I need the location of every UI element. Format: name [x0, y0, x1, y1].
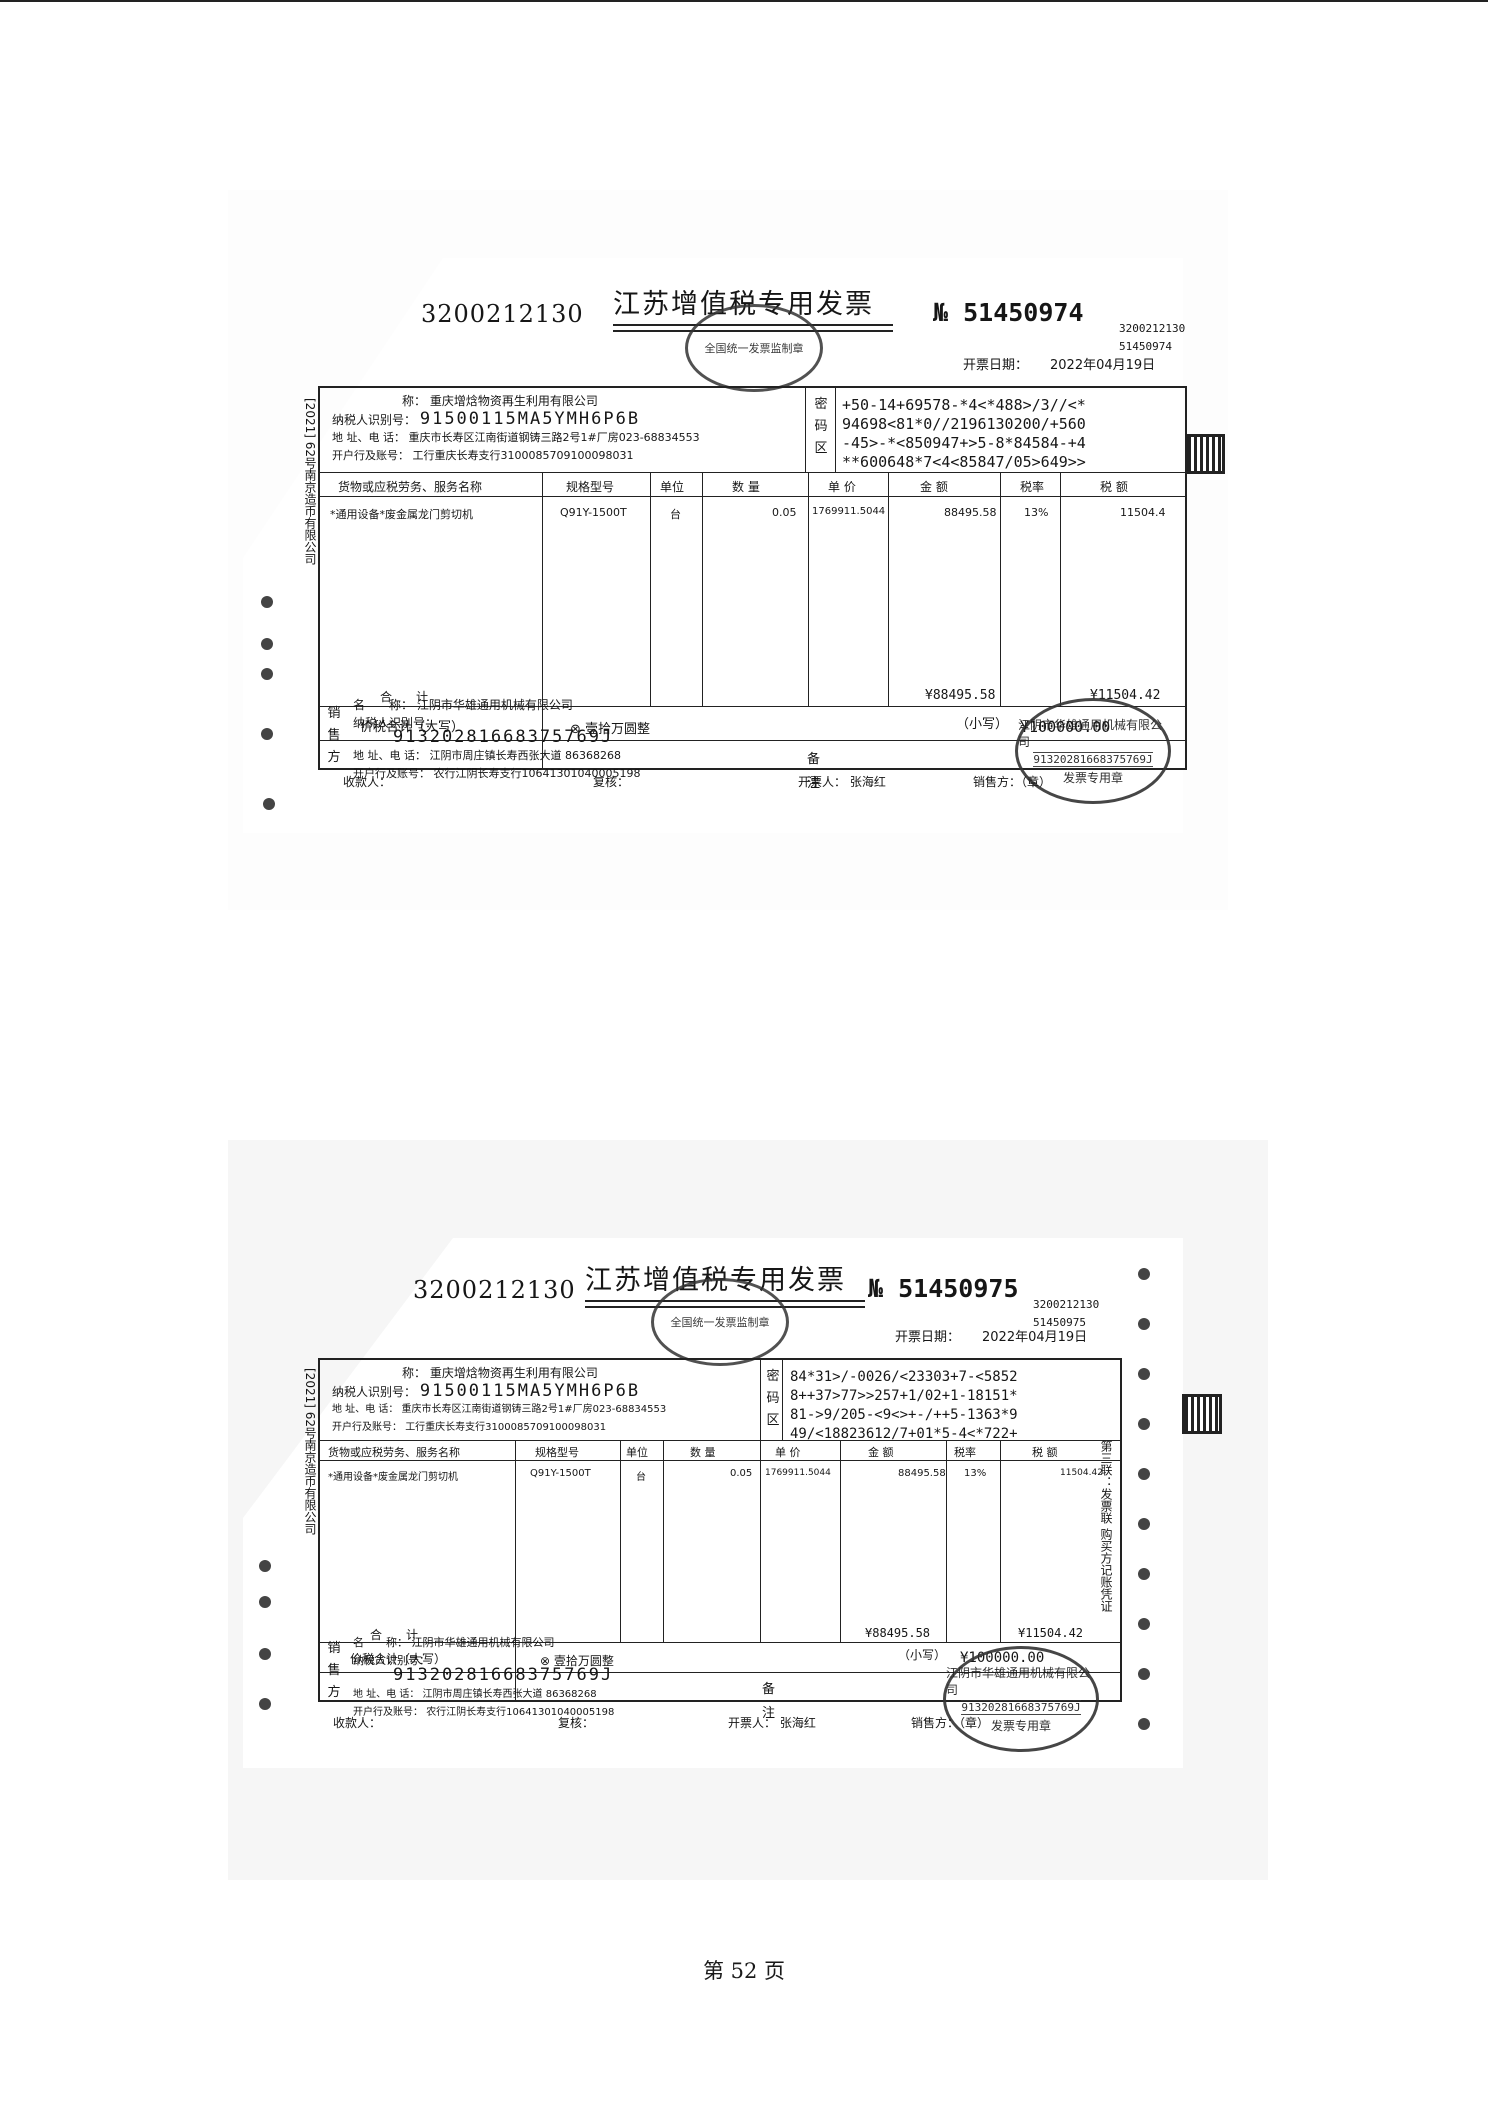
seller-side-label: 销售方 — [327, 1641, 341, 1700]
header-goods: 货物或应税劳务、服务名称 — [338, 480, 483, 494]
remark-label: 备注 — [762, 1682, 776, 1721]
header-unit: 单位 — [660, 480, 685, 494]
item-rate: 13% — [964, 1468, 987, 1479]
item-goods: *通用设备*废金属龙门剪切机 — [328, 1472, 458, 1483]
header-qty: 数 量 — [690, 1446, 716, 1459]
copy-note: 第三联：发票联 购买方记账凭证 — [1099, 1440, 1113, 1612]
item-amount: 88495.58 — [944, 506, 997, 519]
issue-date: 开票日期：2022年04月19日 — [963, 358, 1156, 373]
item-unit: 台 — [636, 1472, 646, 1483]
header-spec: 规格型号 — [566, 480, 615, 494]
total-amount: ¥88495.58 — [925, 688, 996, 703]
supervision-seal: 全国统一发票监制章 — [651, 1278, 789, 1366]
header-rate: 税率 — [954, 1446, 976, 1459]
reviewer: 复核： — [558, 1716, 595, 1730]
printer-strip: [2021] 62号南京造币有限公司 — [303, 398, 317, 565]
buyer-block: 称： 重庆增焓物资再生利用有限公司 纳税人识别号： 91500115MA5YMH… — [332, 394, 700, 462]
invoice-code: 3200212130 — [421, 300, 584, 328]
issue-date: 开票日期：2022年04月19日 — [895, 1330, 1088, 1345]
seller-seal-label: 销售方：（章） — [911, 1716, 990, 1730]
invoice-code: 3200212130 — [413, 1276, 576, 1304]
total-label: 合 计 — [370, 1628, 419, 1642]
header-goods: 货物或应税劳务、服务名称 — [328, 1446, 460, 1459]
seller-seal-label: 销售方：（章） — [973, 775, 1052, 789]
seller-invoice-seal: 江阴市华雄通用机械有限公司 91320281668375769J 发票专用章 — [943, 1646, 1099, 1752]
seller-invoice-seal: 江阴市华雄通用机械有限公司 91320281668375769J 发票专用章 — [1015, 698, 1171, 804]
top-border — [0, 0, 1488, 2]
invoice-number: № 51450975 — [868, 1274, 1019, 1303]
item-amount: 88495.58 — [898, 1468, 946, 1479]
header-tax: 税 额 — [1032, 1446, 1058, 1459]
seller-block: 名 称： 江阴市华雄通用机械有限公司 纳税人识别号： 9132028166837… — [353, 698, 641, 780]
seller-side-label: 销售方 — [327, 706, 341, 765]
header-amount: 金 额 — [920, 480, 948, 494]
item-goods: *通用设备*废金属龙门剪切机 — [330, 508, 473, 521]
cipher-label: 密码区 — [814, 397, 828, 456]
buyer-block: 称： 重庆增焓物资再生利用有限公司 纳税人识别号： 91500115MA5YMH… — [332, 1366, 667, 1433]
header-price: 单 价 — [828, 480, 856, 494]
item-unit: 台 — [670, 508, 681, 521]
grand-total-label: 价税合计（大写） — [350, 1652, 447, 1666]
item-tax: 11504.42 — [1060, 1468, 1103, 1478]
grand-total-label: 价税合计（大写） — [360, 720, 465, 735]
invoice-code-right: 3200212130 51450975 — [1033, 1298, 1100, 1329]
reviewer: 复核： — [593, 775, 630, 789]
page-number: 第 52 页 — [702, 1959, 786, 1983]
invoice-1: 3200212130 江苏增值税专用发票 全国统一发票监制章 № 5145097… — [243, 258, 1187, 833]
printer-strip: [2021] 62号南京造币有限公司 — [303, 1368, 317, 1535]
cipher-label: 密码区 — [766, 1369, 780, 1428]
header-price: 单 价 — [775, 1446, 801, 1459]
payee: 收款人： — [343, 775, 392, 789]
total-label: 合 计 — [380, 690, 429, 704]
header-tax: 税 额 — [1100, 480, 1128, 494]
item-spec: Q91Y-1500T — [530, 1468, 591, 1479]
small-label: （小写） — [898, 1648, 947, 1662]
header-spec: 规格型号 — [535, 1446, 579, 1459]
cipher-text: +50-14+69578-*4<*488>/3//<* 94698<81*0//… — [842, 396, 1086, 471]
grand-total-words: ⊗ 壹拾万圆整 — [540, 1654, 614, 1668]
cipher-text: 84*31>/-0026/<23303+7-<5852 8++37>77>>25… — [790, 1369, 1018, 1442]
item-qty: 0.05 — [772, 506, 797, 519]
item-rate: 13% — [1024, 506, 1049, 519]
supervision-seal: 全国统一发票监制章 — [685, 304, 823, 392]
small-label: （小写） — [956, 717, 1009, 732]
header-qty: 数 量 — [732, 480, 760, 494]
qr-code-1 — [1185, 434, 1225, 474]
torn-corner — [243, 1238, 453, 1518]
header-rate: 税率 — [1020, 480, 1045, 494]
invoice-2: 3200212130 江苏增值税专用发票 全国统一发票监制章 № 5145097… — [243, 1238, 1183, 1768]
invoice-code-right: 3200212130 51450974 — [1119, 322, 1186, 353]
seller-block: 名 称： 江阴市华雄通用机械有限公司 纳税人识别号： 9132028166837… — [353, 1636, 615, 1718]
torn-corner — [243, 258, 443, 558]
item-qty: 0.05 — [730, 1468, 753, 1479]
total-amount: ¥88495.58 — [865, 1626, 931, 1640]
payee: 收款人： — [333, 1716, 382, 1730]
invoice-number: № 51450974 — [933, 298, 1084, 327]
item-spec: Q91Y-1500T — [560, 506, 627, 519]
qr-code-2 — [1182, 1394, 1222, 1434]
header-unit: 单位 — [626, 1446, 648, 1459]
item-tax: 11504.4 — [1120, 506, 1166, 519]
drawer: 开票人： 张海红 — [798, 775, 886, 789]
item-price: 1769911.5044 — [765, 1468, 831, 1478]
remark-label: 备注 — [807, 752, 821, 791]
total-tax: ¥11504.42 — [1018, 1626, 1084, 1640]
item-price: 1769911.5044 — [812, 506, 886, 517]
drawer: 开票人： 张海红 — [728, 1716, 816, 1730]
header-amount: 金 额 — [868, 1446, 894, 1459]
grand-total-words: ⊗ 壹拾万圆整 — [570, 722, 651, 737]
